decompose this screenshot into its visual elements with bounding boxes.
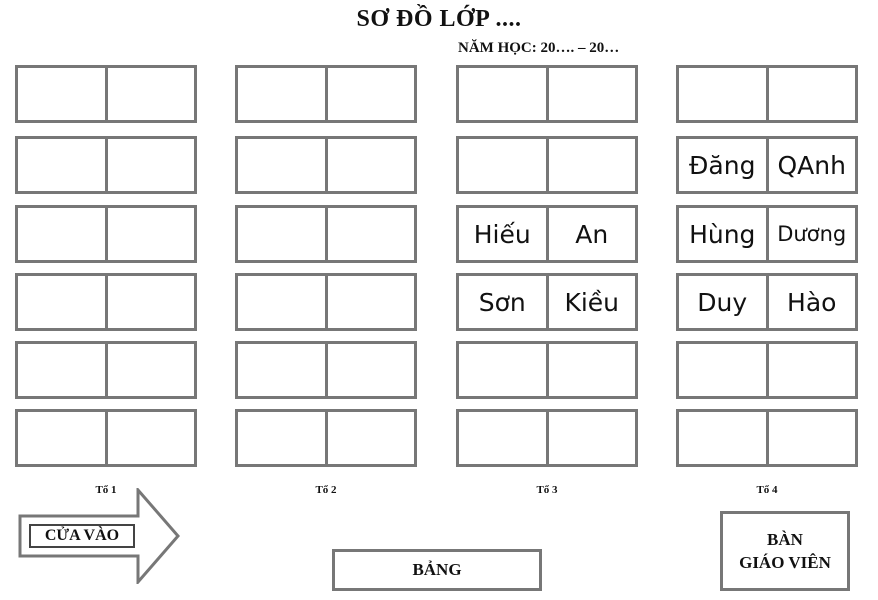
seat-left — [238, 412, 328, 464]
seat-right: An — [575, 219, 609, 249]
seat-left — [238, 276, 328, 328]
seat-left — [459, 344, 549, 396]
seat-left — [238, 139, 328, 191]
seat-right — [108, 276, 195, 328]
desk — [456, 341, 638, 399]
seat-right — [769, 68, 856, 120]
seat-left — [18, 344, 108, 396]
seat-right: QAnh — [777, 150, 846, 180]
desk — [15, 136, 197, 194]
blackboard: BẢNG — [332, 549, 542, 591]
seat-left — [18, 68, 108, 120]
seat-left: Sơn — [459, 276, 549, 328]
desk — [235, 65, 417, 123]
desk: Duy Hào — [676, 273, 858, 331]
desk — [15, 65, 197, 123]
seat-left — [18, 412, 108, 464]
seat-right: Hào — [787, 287, 837, 317]
desk — [235, 273, 417, 331]
door-label: CỬA VÀO — [29, 524, 135, 548]
seat-right: Dương — [777, 222, 847, 246]
seat-right — [328, 276, 415, 328]
seat-right — [769, 412, 856, 464]
seat-right — [549, 412, 636, 464]
desk — [235, 341, 417, 399]
desk: Hiếu An — [456, 205, 638, 263]
seat-right — [549, 68, 636, 120]
group-label: Tổ 4 — [756, 484, 778, 496]
desk — [15, 205, 197, 263]
desk — [235, 205, 417, 263]
group-label: Tổ 3 — [536, 484, 558, 496]
desk — [15, 409, 197, 467]
teacher-desk-line1: BÀN — [767, 530, 803, 549]
seat-left — [459, 412, 549, 464]
seat-right — [108, 208, 195, 260]
seat-left — [18, 276, 108, 328]
seat-right — [328, 412, 415, 464]
seat-right — [549, 344, 636, 396]
seat-left — [679, 412, 769, 464]
desk — [235, 136, 417, 194]
desk — [676, 65, 858, 123]
seat-right: Kiều — [564, 287, 620, 317]
desk — [456, 65, 638, 123]
desk — [15, 341, 197, 399]
seat-left — [238, 344, 328, 396]
seat-right — [108, 68, 195, 120]
desk — [15, 273, 197, 331]
teacher-desk: BÀN GIÁO VIÊN — [720, 511, 850, 591]
seat-left: Đăng — [679, 139, 769, 191]
desk — [456, 136, 638, 194]
desk: Hùng Dương — [676, 205, 858, 263]
desk — [235, 409, 417, 467]
seat-right — [108, 412, 195, 464]
seat-left — [238, 68, 328, 120]
seat-right — [108, 344, 195, 396]
seat-left — [679, 68, 769, 120]
seat-right — [328, 344, 415, 396]
desk: Đăng QAnh — [676, 136, 858, 194]
seat-left: Duy — [679, 276, 769, 328]
school-year-subtitle: NĂM HỌC: 20…. – 20… — [458, 40, 620, 56]
seat-right — [328, 208, 415, 260]
seat-right — [328, 68, 415, 120]
desk — [676, 341, 858, 399]
seat-left — [679, 344, 769, 396]
seat-left: Hiếu — [459, 208, 549, 260]
seat-right — [769, 344, 856, 396]
teacher-desk-line2: GIÁO VIÊN — [739, 553, 831, 572]
seat-left — [18, 208, 108, 260]
seat-left — [238, 208, 328, 260]
seat-right — [108, 139, 195, 191]
seat-right — [549, 139, 636, 191]
seat-left: Hùng — [679, 208, 769, 260]
seat-left — [459, 68, 549, 120]
desk — [456, 409, 638, 467]
page-title: SƠ ĐỒ LỚP .... — [356, 6, 522, 32]
desk: Sơn Kiều — [456, 273, 638, 331]
seat-left — [18, 139, 108, 191]
desk — [676, 409, 858, 467]
group-label: Tổ 2 — [315, 484, 337, 496]
group-label: Tổ 1 — [95, 484, 117, 496]
seat-left — [459, 139, 549, 191]
seat-right — [328, 139, 415, 191]
